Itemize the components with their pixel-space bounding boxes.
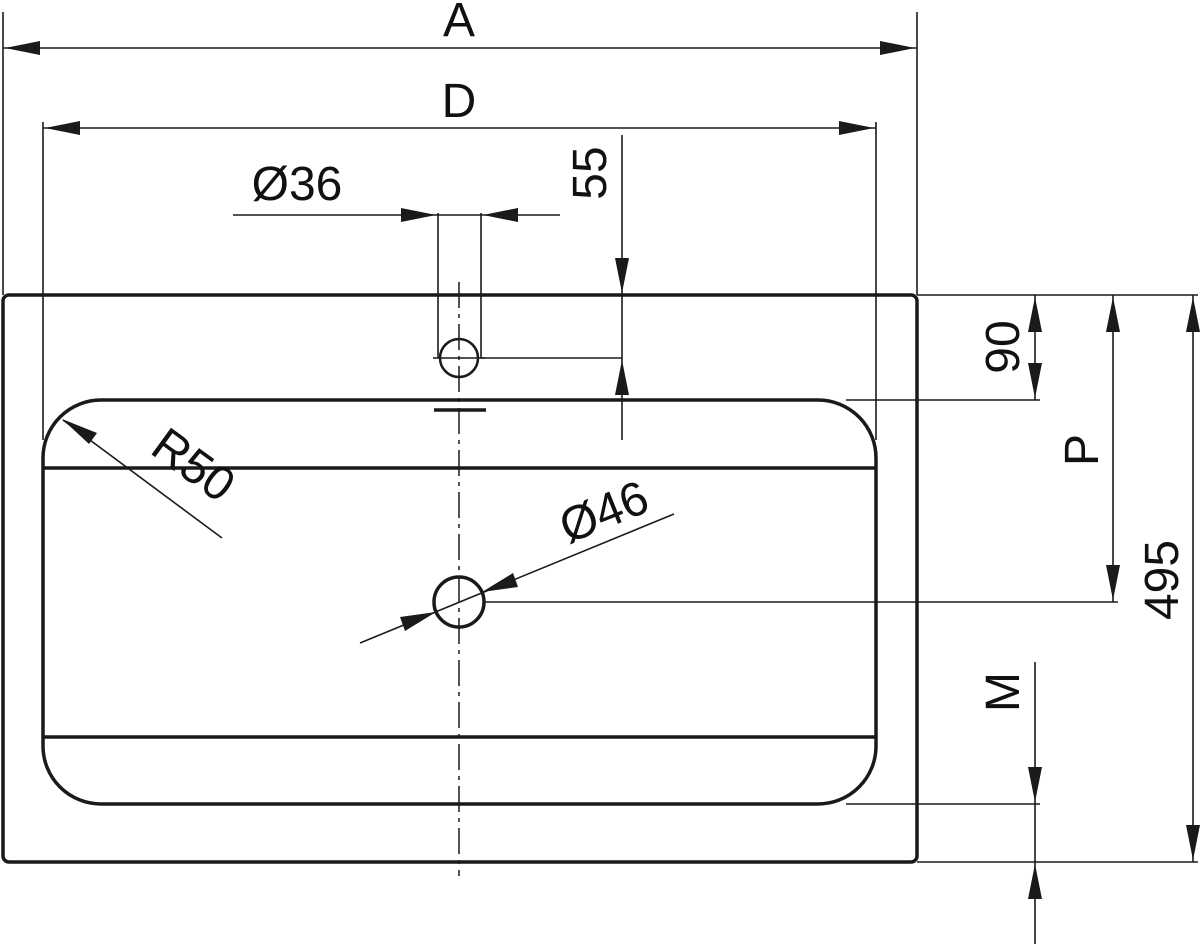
dimension-rim-to-basin: 90 — [846, 294, 1198, 401]
dimension-tap-hole-offset: 55 — [481, 135, 629, 440]
dimension-label-d: D — [442, 75, 477, 128]
dimension-label-tap-hole-offset: 55 — [564, 146, 617, 199]
dimension-label-a: A — [443, 0, 475, 47]
dimension-overall-depth: 495 — [917, 295, 1200, 863]
countertop-outline — [1, 293, 919, 864]
dimension-label-rim-to-basin: 90 — [977, 320, 1030, 373]
dimension-basin-width: D — [42, 75, 877, 440]
dimension-label-tap-hole-diameter: Ø36 — [252, 158, 343, 211]
dimension-label-p: P — [1056, 434, 1109, 466]
dimension-label-corner-radius: R50 — [142, 418, 244, 513]
dimension-tap-hole-diameter: Ø36 — [233, 158, 560, 358]
dimension-overall-width: A — [2, 0, 918, 295]
dimension-drain-to-front: M — [846, 662, 1042, 944]
dimension-drain-position: P — [484, 295, 1120, 603]
dimension-label-overall-depth: 495 — [1136, 540, 1189, 620]
dimension-label-drain-diameter: Ø46 — [552, 471, 656, 554]
dimension-corner-radius: R50 — [62, 418, 244, 539]
dimension-drain-diameter: Ø46 — [359, 471, 675, 644]
dimension-label-m: M — [977, 672, 1030, 712]
